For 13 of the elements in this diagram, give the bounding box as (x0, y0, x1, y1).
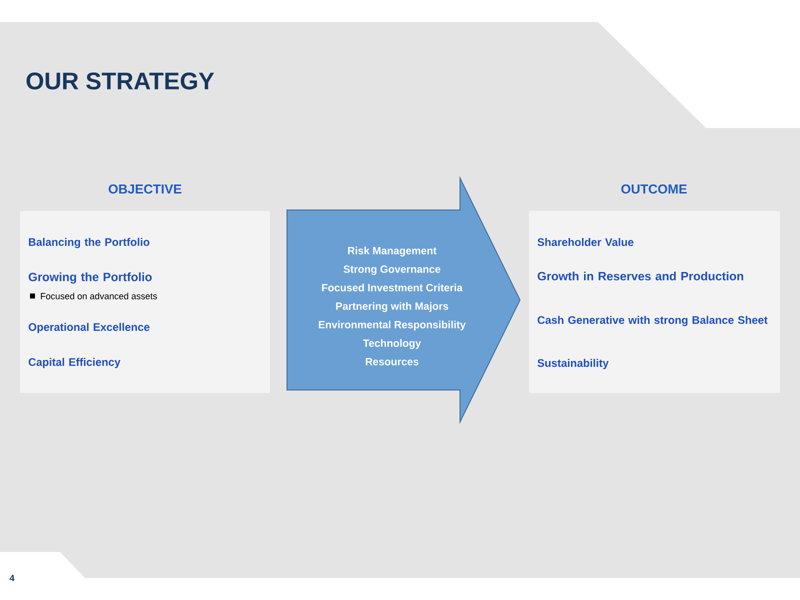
list-item: Shareholder Value (538, 238, 634, 246)
bullet-item: Focused on advanced assets (30, 292, 157, 300)
title: OUR STRATEGY (26, 72, 214, 90)
list-item: Growth in Reserves and Production (538, 272, 744, 280)
list-item: Growing the Portfolio (28, 272, 152, 284)
heading: OBJECTIVE (108, 184, 182, 194)
list-item: Sustainability (538, 358, 609, 370)
page-number: 4 (10, 574, 14, 582)
list-item: Balancing the Portfolio (28, 238, 150, 248)
list-item: Operational Excellence (28, 322, 150, 334)
heading: OUTCOME (621, 184, 687, 194)
list-item: Cash Generative with strong Balance Sheet (538, 316, 768, 326)
list-item: Capital Efficiency (28, 358, 120, 368)
